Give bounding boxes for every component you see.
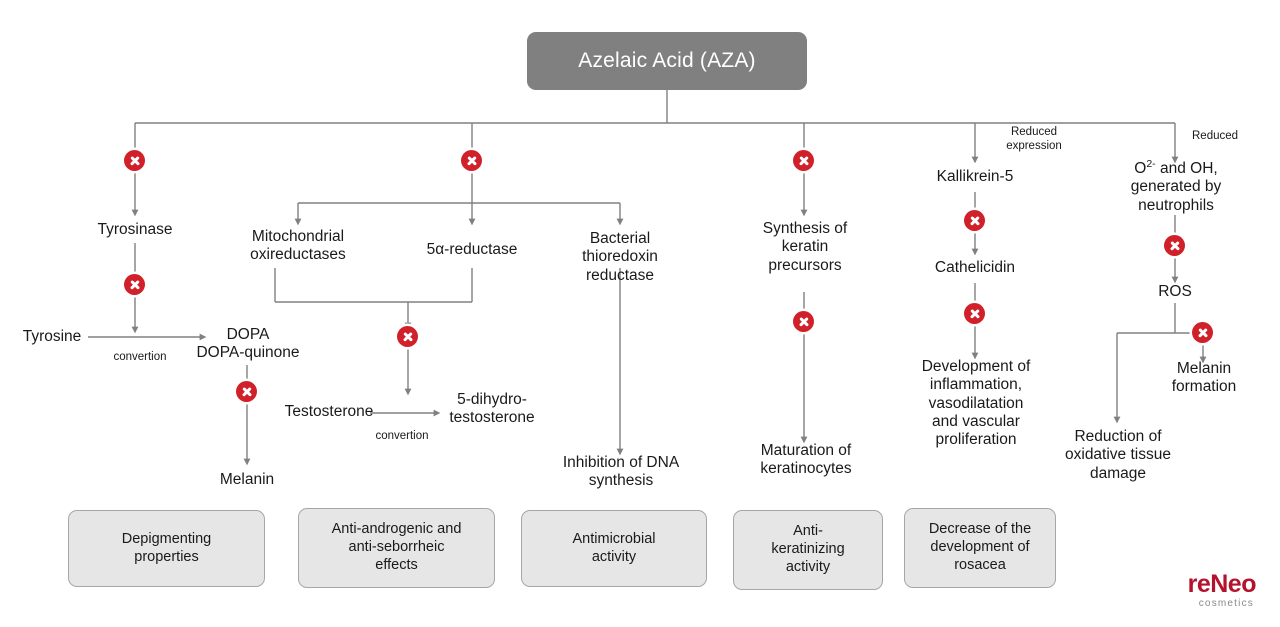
node-melanin: Melanin bbox=[219, 471, 275, 488]
outcome-box-text: Anti-androgenic and anti-seborrheic effe… bbox=[331, 521, 462, 573]
outcome-box-text: Anti- keratinizing activity bbox=[771, 523, 845, 575]
inhibition-icon-branch-androgenic bbox=[461, 150, 482, 171]
node-melanin-formation: Melanin formation bbox=[1171, 360, 1237, 396]
outcome-box-text: Depigmenting properties bbox=[121, 530, 212, 565]
inhibition-icon-keratin-maturation bbox=[793, 311, 814, 332]
outcome-box-anti-androgenic: Anti-androgenic and anti-seborrheic effe… bbox=[298, 508, 495, 588]
node-maturation-keratinocytes: Maturation of keratinocytes bbox=[760, 442, 852, 478]
outcome-box-anti-keratinizing: Anti- keratinizing activity bbox=[733, 510, 883, 590]
node-reduction-oxidative-damage: Reduction of oxidative tissue damage bbox=[1065, 428, 1171, 482]
node-ros: ROS bbox=[1158, 283, 1192, 300]
inhibition-icon-tyrosinase bbox=[124, 150, 145, 171]
inhibition-icon-radicals-ros bbox=[1164, 235, 1185, 256]
node-tyrosine: Tyrosine bbox=[22, 328, 82, 345]
root-node-azelaic-acid: Azelaic Acid (AZA) bbox=[527, 32, 807, 90]
node-mitochondrial-oxireductases: Mitochondrial oxireductases bbox=[250, 228, 346, 264]
node-5-dihydro-testosterone: 5-dihydro- testosterone bbox=[449, 391, 535, 427]
node-5-alpha-reductase: 5α-reductase bbox=[426, 241, 518, 258]
label-convertion-testosterone: convertion bbox=[375, 430, 429, 442]
brand-wordmark: reNeo bbox=[1187, 570, 1257, 598]
outcome-box-text: Decrease of the development of rosacea bbox=[928, 521, 1032, 573]
node-superoxide-radicals: O2- and OH, generated by neutrophils bbox=[1110, 157, 1242, 215]
node-kallikrein-5: Kallikrein-5 bbox=[936, 168, 1014, 185]
label-reduced-expression: Reduced expression bbox=[1006, 126, 1062, 152]
inhibition-icon-branch-keratin bbox=[793, 150, 814, 171]
node-inflammation-vasodilatation: Development of inflammation, vasodilatat… bbox=[921, 358, 1031, 449]
outcome-box-antimicrobial: Antimicrobial activity bbox=[521, 510, 707, 587]
inhibition-icon-kallikrein bbox=[964, 210, 985, 231]
inhibition-icon-melanin-formation bbox=[1192, 322, 1213, 343]
node-inhibition-dna-synthesis: Inhibition of DNA synthesis bbox=[562, 454, 680, 490]
outcome-box-text: Antimicrobial activity bbox=[572, 530, 656, 565]
brand-tagline: cosmetics bbox=[1198, 598, 1254, 609]
node-keratin-precursor-synthesis: Synthesis of keratin precursors bbox=[762, 220, 848, 274]
outcome-box-depigmenting: Depigmenting properties bbox=[68, 510, 265, 587]
label-convertion-tyrosine: convertion bbox=[113, 351, 167, 363]
outcome-box-decrease-rosacea: Decrease of the development of rosacea bbox=[904, 508, 1056, 588]
inhibition-icon-testosterone-dht bbox=[397, 326, 418, 347]
node-testosterone: Testosterone bbox=[284, 403, 374, 420]
node-bacterial-thioredoxin-reductase: Bacterial thioredoxin reductase bbox=[582, 230, 658, 284]
node-tyrosinase: Tyrosinase bbox=[97, 221, 173, 238]
inhibition-icon-dopa-melanin bbox=[236, 381, 257, 402]
brand-logo: reNeo cosmetics bbox=[1187, 570, 1257, 610]
node-cathelicidin: Cathelicidin bbox=[934, 259, 1016, 276]
root-node-label: Azelaic Acid (AZA) bbox=[578, 49, 756, 72]
inhibition-icon-tyrosine-dopa bbox=[124, 274, 145, 295]
node-superoxide-line1: O2- and OH, bbox=[1134, 157, 1218, 177]
label-reduced: Reduced bbox=[1192, 130, 1239, 142]
inhibition-icon-cathelicidin bbox=[964, 303, 985, 324]
node-dopa-quinone: DOPA DOPA-quinone bbox=[196, 326, 300, 362]
